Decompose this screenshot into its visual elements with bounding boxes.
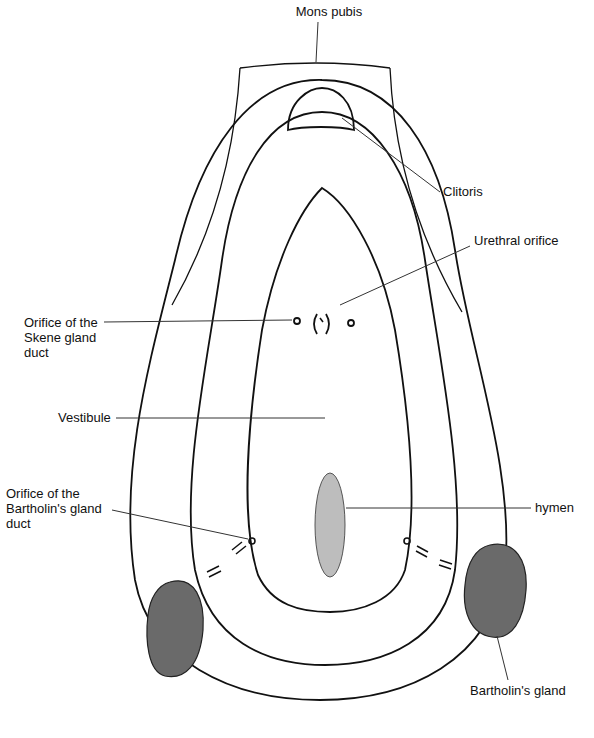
label-holder: Bartholin's gland	[470, 683, 588, 698]
label-holder: Clitoris	[443, 184, 523, 199]
part-label: Clitoris	[443, 184, 523, 199]
vestibule-outline	[248, 188, 412, 612]
label-holder: Vestibule	[58, 410, 128, 425]
part-label: Urethral orifice	[474, 233, 589, 248]
bartholin-gland-left	[147, 581, 203, 677]
duct-mark	[416, 546, 428, 557]
part-label: Vestibule	[58, 410, 128, 425]
label-holder: hymen	[535, 500, 590, 515]
leader-line	[104, 320, 292, 322]
duct-mark	[232, 542, 246, 554]
part-label: hymen	[535, 500, 590, 515]
leader-line	[497, 636, 508, 680]
leader-line	[340, 246, 470, 305]
label-holder: Mons pubis	[284, 4, 374, 19]
part-label: Bartholin's gland	[470, 683, 588, 698]
leader-line	[342, 118, 440, 192]
labia-minora-outline	[191, 112, 458, 665]
label-holder: Orifice of the Skene gland duct	[24, 315, 104, 360]
skene-orifice	[348, 320, 354, 326]
leader-line	[112, 510, 248, 539]
bartholin-orifice	[404, 538, 410, 544]
urethral-orifice	[320, 318, 323, 322]
duct-mark	[207, 566, 221, 577]
urethral-orifice	[314, 314, 317, 334]
label-holder: Orifice of the Bartholin's gland duct	[6, 486, 114, 531]
clitoris-shape	[288, 88, 354, 130]
mons-bracket	[240, 63, 390, 68]
leader-lines	[104, 22, 531, 680]
leader-line	[316, 22, 318, 62]
urethral-orifice	[326, 314, 329, 334]
part-label: Orifice of the Bartholin's gland duct	[6, 486, 114, 531]
outlines	[130, 63, 506, 700]
leader-line	[346, 508, 531, 509]
skene-orifice	[294, 318, 300, 324]
label-holder: Urethral orifice	[474, 233, 589, 248]
labia-majora-outline	[130, 80, 506, 700]
part-label: Orifice of the Skene gland duct	[24, 315, 104, 360]
part-label: Mons pubis	[284, 4, 374, 19]
hymen-shape	[315, 473, 345, 577]
thigh-line-left	[172, 68, 240, 305]
leader-line	[116, 418, 325, 419]
duct-mark	[439, 560, 452, 569]
bartholin-gland-right	[464, 544, 526, 637]
bartholin-orifice	[249, 538, 255, 544]
